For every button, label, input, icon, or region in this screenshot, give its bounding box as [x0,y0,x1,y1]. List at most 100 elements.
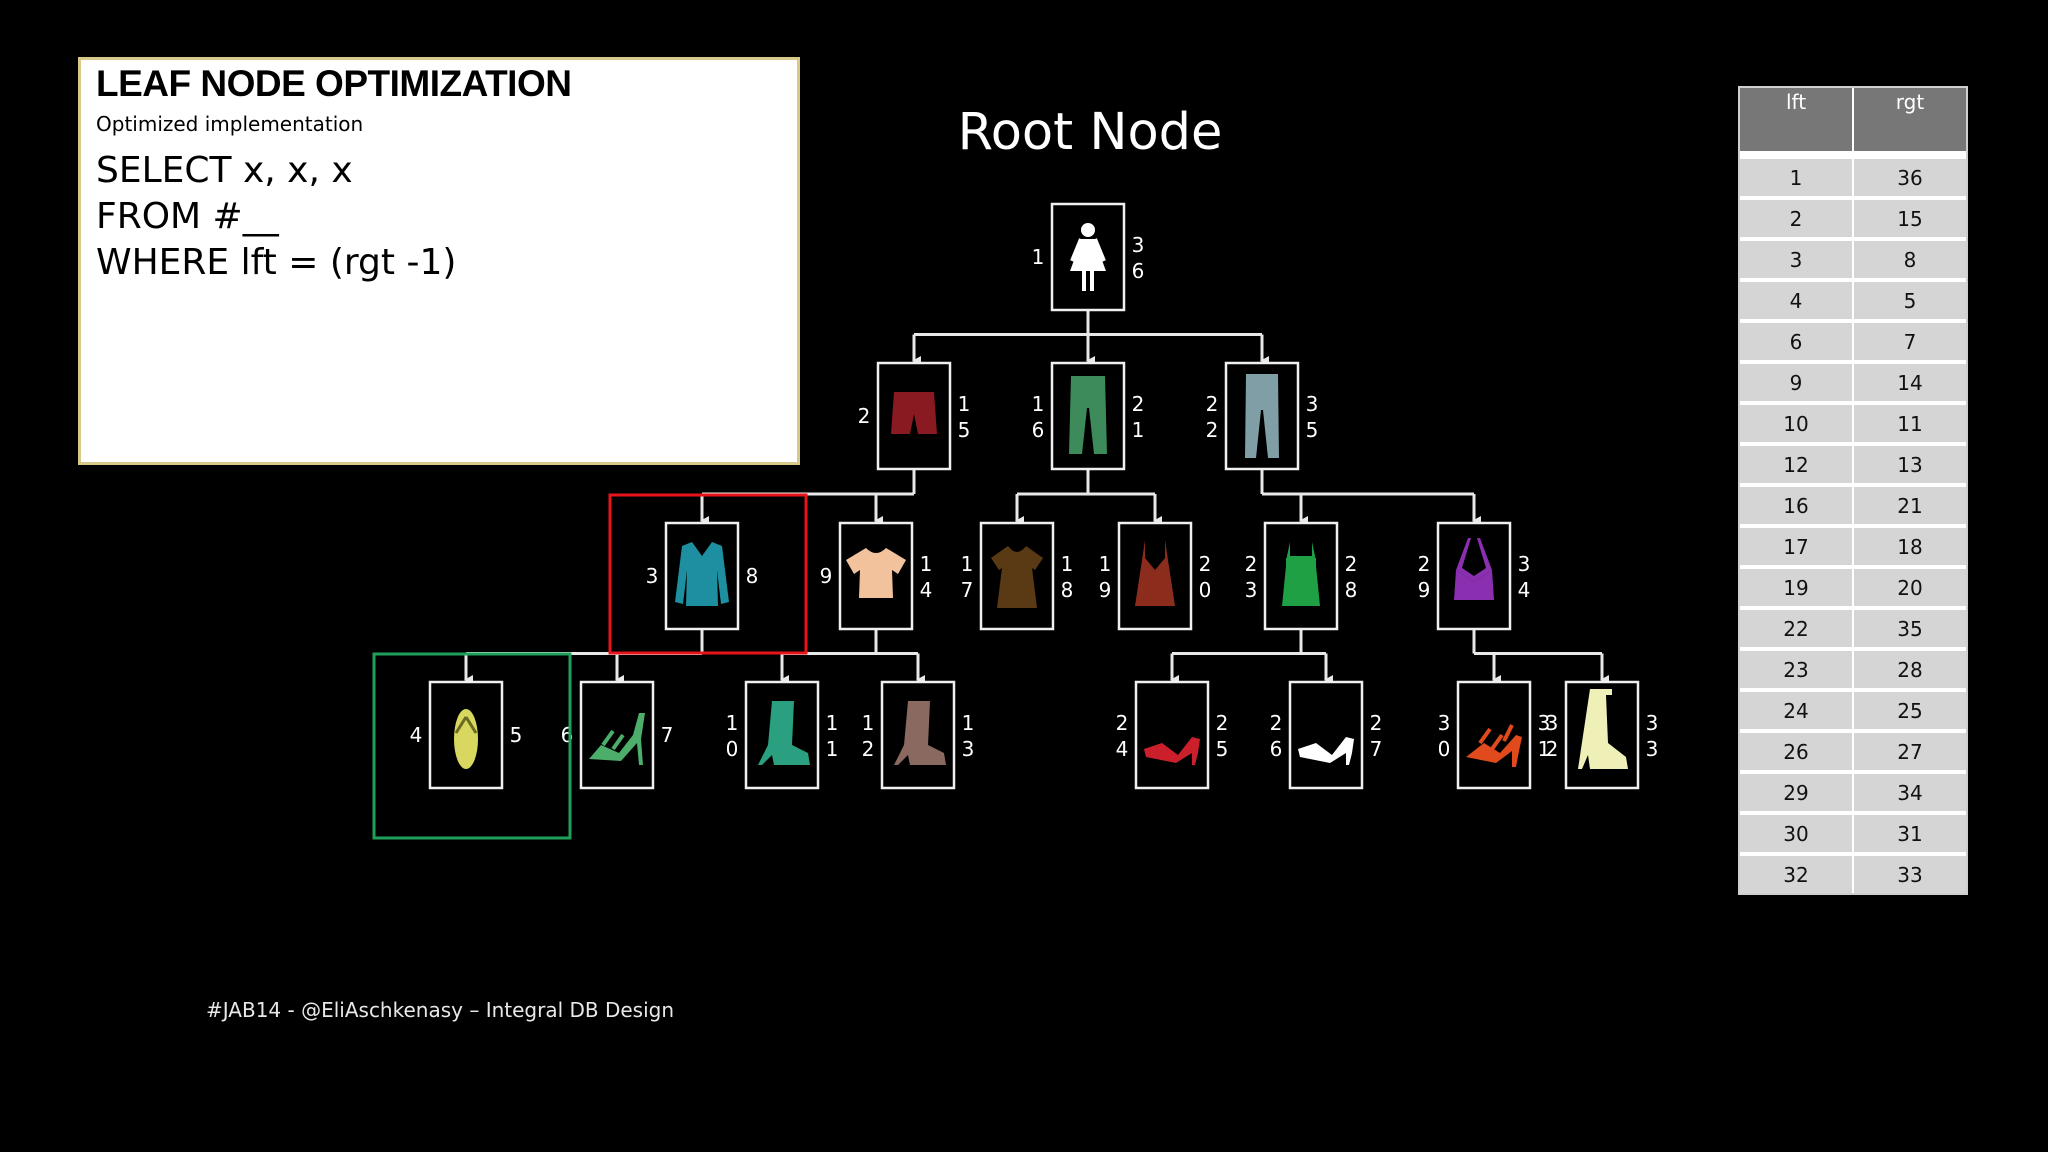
cell-lft: 24 [1740,688,1854,729]
node-rgt-label: 7 [661,723,674,747]
node-lft-label: 1 [1032,245,1045,269]
cell-lft: 1 [1740,151,1854,196]
halter-top-icon [1454,538,1494,600]
pump-icon [1144,737,1200,765]
cell-lft: 23 [1740,647,1854,688]
shorts-icon [891,392,937,434]
tall-boot-icon [1578,689,1628,769]
node-box [1134,680,1210,790]
cell-rgt: 31 [1854,811,1966,852]
cell-rgt: 34 [1854,770,1966,811]
cell-rgt: 11 [1854,401,1966,442]
cell-lft: 19 [1740,565,1854,606]
node-rgt-label: 8 [746,564,759,588]
cell-rgt: 28 [1854,647,1966,688]
cell-lft: 26 [1740,729,1854,770]
camisole-icon [1135,540,1175,606]
woman-icon [1070,223,1106,291]
cell-lft: 29 [1740,770,1854,811]
jeans-icon [1245,374,1279,458]
flip-flop-icon [454,709,478,769]
code-title: LEAF NODE OPTIMIZATION [96,63,572,104]
cell-lft: 22 [1740,606,1854,647]
ankle-boot-icon [758,701,810,765]
tank-top-icon [1282,542,1320,606]
cell-rgt: 20 [1854,565,1966,606]
node-box [579,680,655,790]
node-lft-label: 9 [820,564,833,588]
column-header-rgt: rgt [1854,88,1966,151]
pants-icon [1069,376,1107,454]
node-box [1050,361,1126,471]
cell-lft: 17 [1740,524,1854,565]
cell-rgt: 15 [1854,196,1966,237]
cell-rgt: 18 [1854,524,1966,565]
node-rgt-label: 5 [510,723,523,747]
ruffle-top-icon [991,546,1043,608]
node-box [876,361,952,471]
node-lft-label: 3 [646,564,659,588]
cell-rgt: 5 [1854,278,1966,319]
root-node-label: Root Node [957,103,1223,162]
highlight-frame-long-sleeve-top [608,493,808,655]
strappy-heel-icon [1466,724,1522,767]
cell-rgt: 33 [1854,852,1966,893]
column-header-lft: lft [1740,88,1854,151]
cell-rgt: 35 [1854,606,1966,647]
long-sleeve-top-icon [675,542,729,606]
node-lft-label: 4 [410,723,423,747]
footer-caption: #JAB14 - @EliAschkenasy – Integral DB De… [206,998,675,1022]
blouse-icon [846,548,906,598]
cell-rgt: 27 [1854,729,1966,770]
cell-lft: 12 [1740,442,1854,483]
cell-rgt: 13 [1854,442,1966,483]
node-box [1456,680,1532,790]
cell-lft: 10 [1740,401,1854,442]
node-box [1288,680,1364,790]
cell-rgt: 36 [1854,151,1966,196]
